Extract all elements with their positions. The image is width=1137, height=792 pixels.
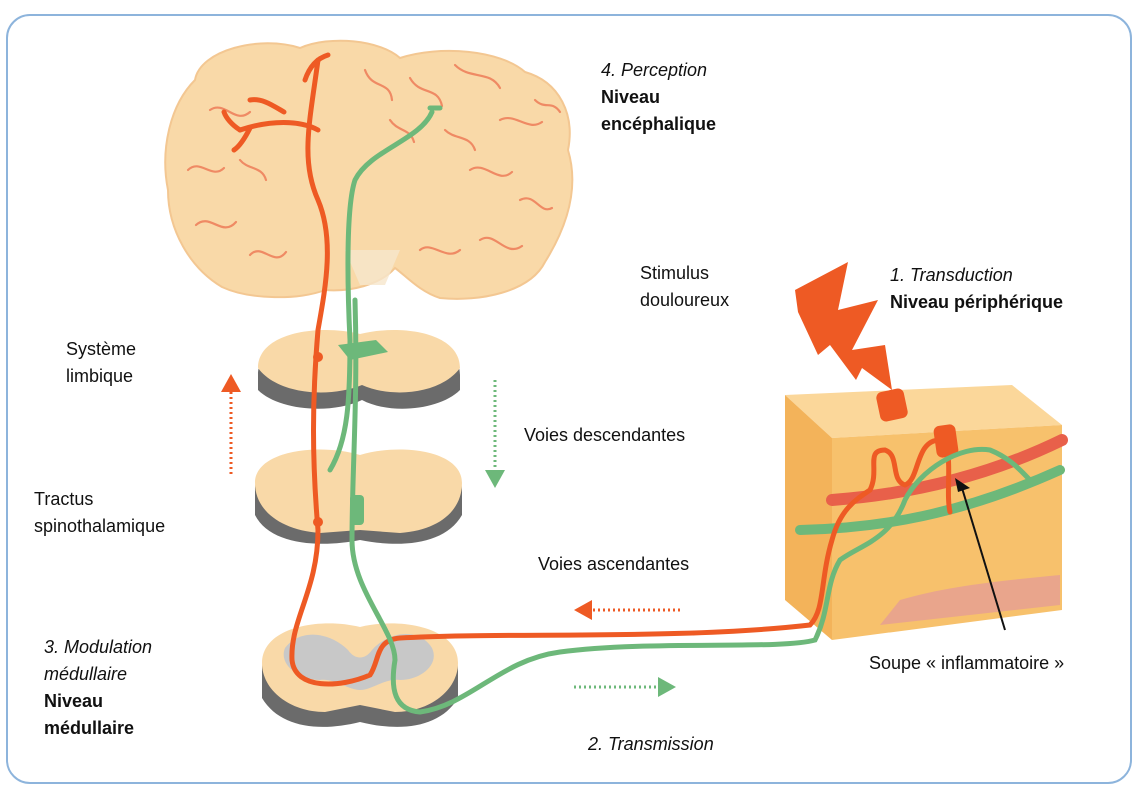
perception-label: 4. Perception Niveau encéphalique [601, 57, 716, 138]
tract-line1: Tractus [34, 486, 165, 513]
stimulus-label: Stimulus douloureux [640, 260, 729, 314]
modulation-title-line1: 3. Modulation [44, 634, 152, 661]
limbic-up-arrow [221, 374, 241, 474]
tract-label: Tractus spinothalamique [34, 486, 165, 540]
modulation-title-line2: médullaire [44, 661, 152, 688]
modulation-level-line2: médullaire [44, 715, 152, 742]
pain-stimulus-bolt [795, 262, 892, 390]
perception-level-line2: encéphalique [601, 111, 716, 138]
ascending-left-arrow [574, 600, 680, 620]
descending-label: Voies descendantes [524, 422, 685, 449]
limbic-line2: limbique [66, 363, 136, 390]
modulation-level-line1: Niveau [44, 688, 152, 715]
stimulus-line1: Stimulus [640, 260, 729, 287]
limbic-line1: Système [66, 336, 136, 363]
transmission-label: 2. Transmission [588, 731, 714, 758]
spinal-slice-top [258, 330, 460, 409]
soup-label: Soupe « inflammatoire » [869, 650, 1064, 677]
perception-level-line1: Niveau [601, 84, 716, 111]
transduction-level: Niveau périphérique [890, 289, 1063, 316]
transduction-title: 1. Transduction [890, 262, 1063, 289]
stimulus-line2: douloureux [640, 287, 729, 314]
limbic-label: Système limbique [66, 336, 136, 390]
ascending-label: Voies ascendantes [538, 551, 689, 578]
brain-illustration [165, 41, 572, 299]
perception-title: 4. Perception [601, 57, 716, 84]
transduction-label: 1. Transduction Niveau périphérique [890, 262, 1063, 316]
modulation-label: 3. Modulation médullaire Niveau médullai… [44, 634, 152, 742]
transmission-right-arrow [574, 677, 676, 697]
tract-line2: spinothalamique [34, 513, 165, 540]
descending-down-arrow [485, 380, 505, 488]
